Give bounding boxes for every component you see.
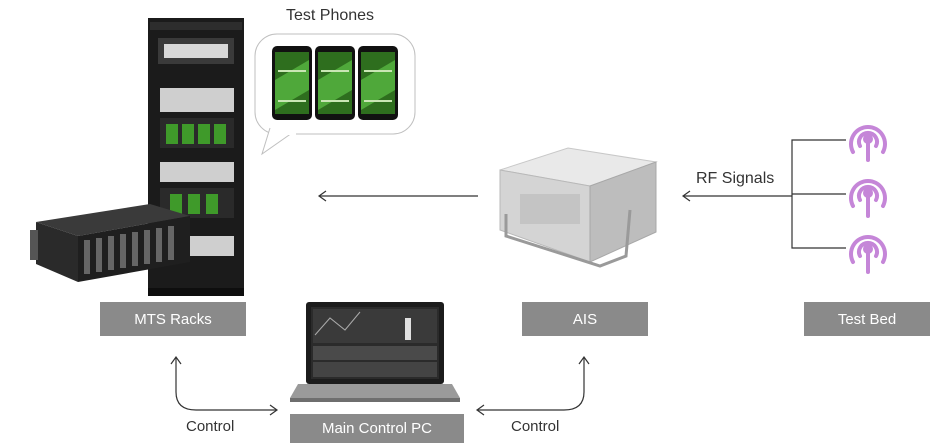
test-phones-label: Test Phones <box>286 7 375 24</box>
rf-signals-label: RF Signals <box>696 170 775 187</box>
main-control-pc-box: Main Control PC <box>290 414 464 443</box>
antenna-icon <box>849 179 887 218</box>
test-phone-2 <box>315 46 355 120</box>
control-arrow-left <box>170 355 279 416</box>
mts-racks-box: MTS Racks <box>100 302 246 336</box>
control-label-right: Control <box>511 418 560 435</box>
ais-box: AIS <box>522 302 648 336</box>
laptop <box>290 302 460 402</box>
antenna-icon <box>849 235 887 274</box>
test-phone-1 <box>272 46 312 120</box>
control-arrow-right <box>475 355 590 416</box>
antenna-icon <box>849 125 887 162</box>
arrow-ais-to-racks <box>317 190 478 202</box>
ais-device <box>499 147 658 268</box>
arrow-testbed-to-ais <box>681 190 792 202</box>
antenna-bracket <box>791 139 846 249</box>
test-bed-box: Test Bed <box>804 302 930 336</box>
test-phone-3 <box>358 46 398 120</box>
rack-box <box>30 204 190 282</box>
control-label-left: Control <box>186 418 235 435</box>
rack-tower <box>148 18 244 296</box>
